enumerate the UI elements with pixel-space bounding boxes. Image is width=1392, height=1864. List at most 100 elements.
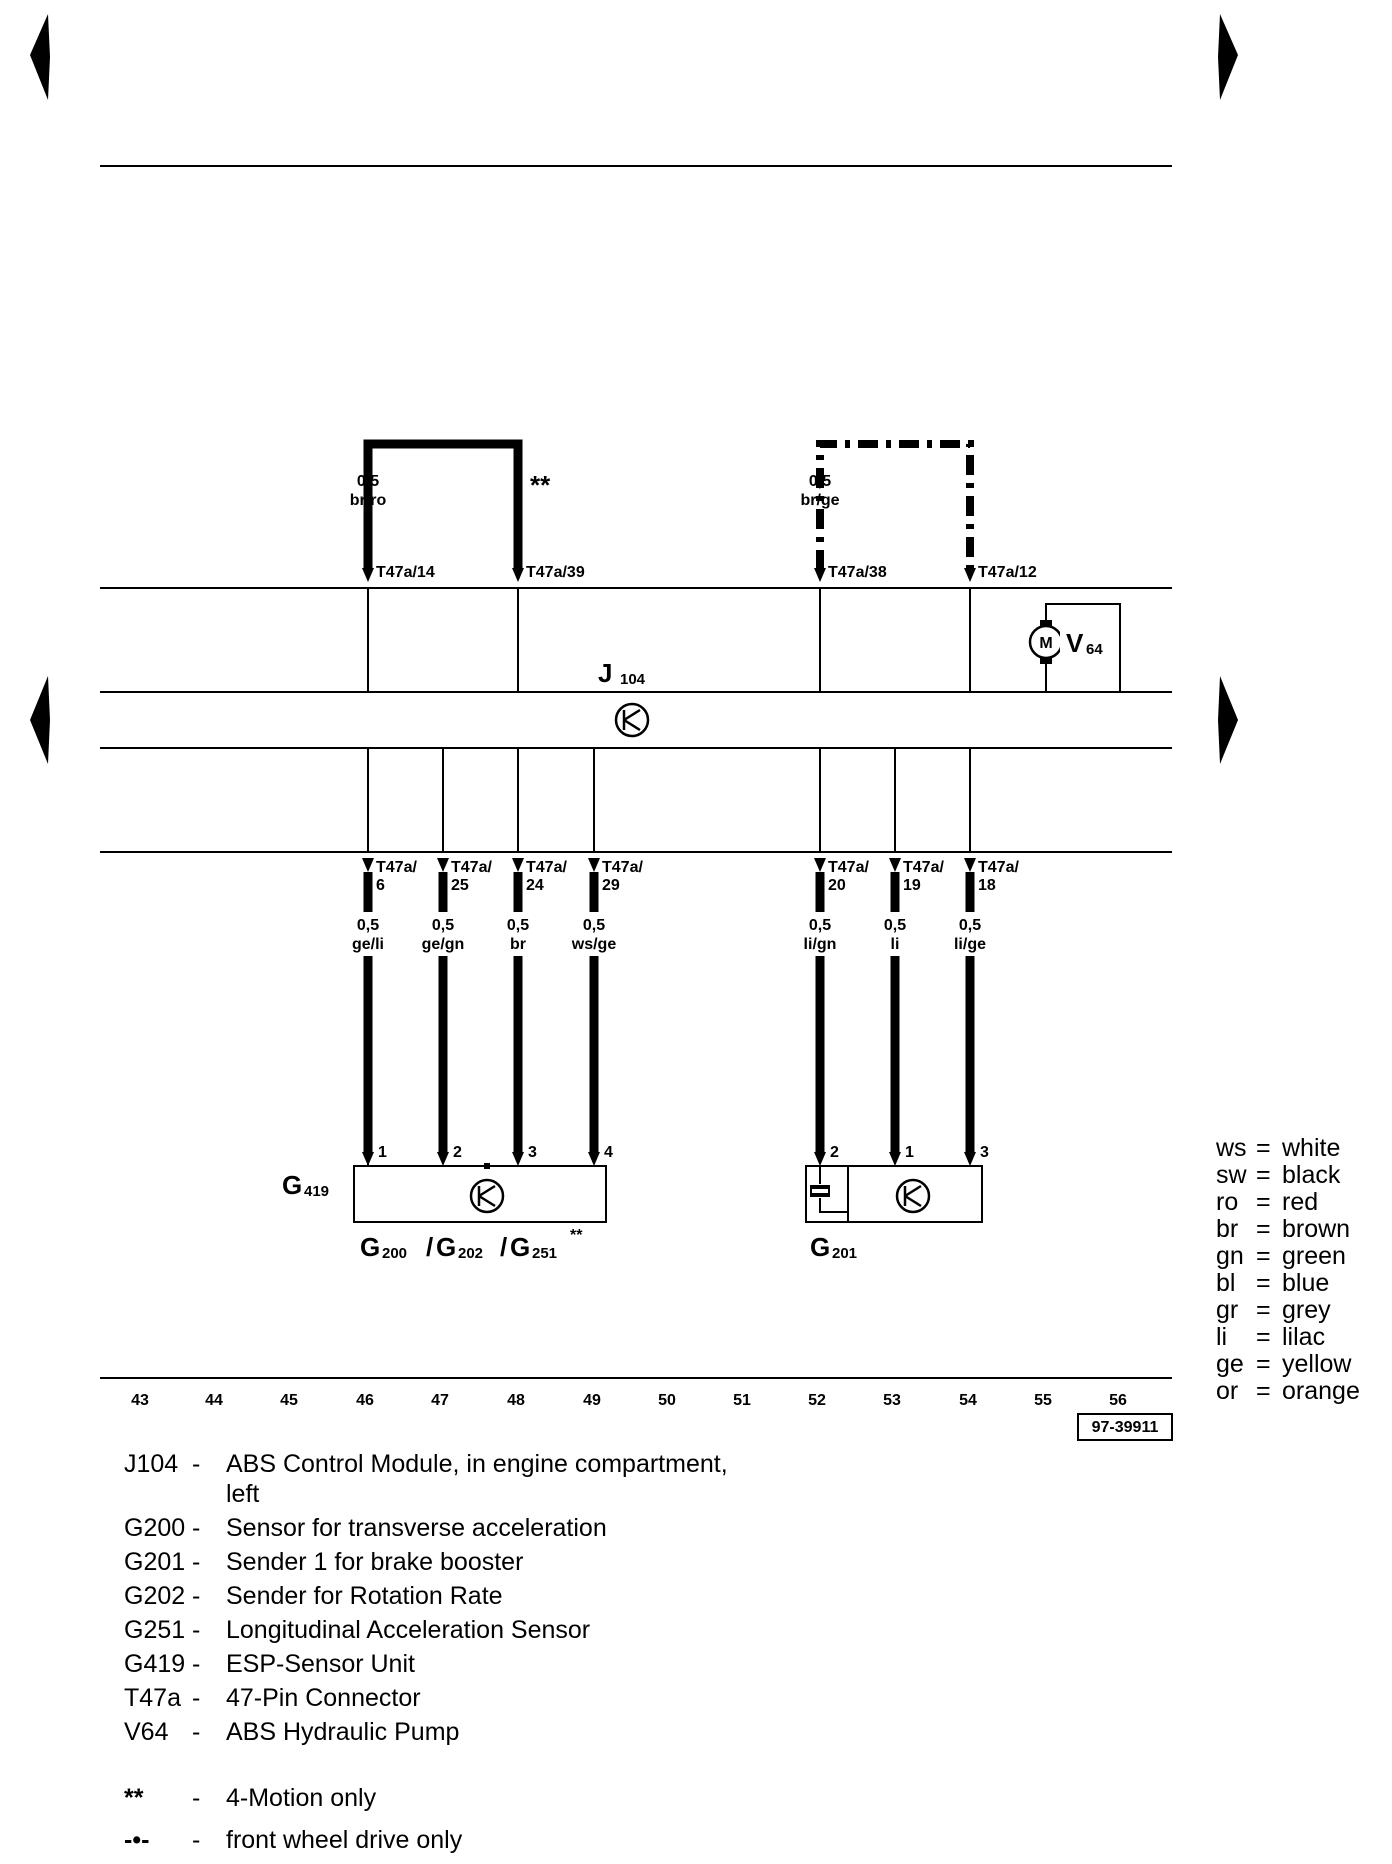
legend-dash: - <box>192 1616 200 1644</box>
legend-text-cont: left <box>226 1480 259 1508</box>
svg-text:3: 3 <box>980 1144 989 1161</box>
svg-text:T47a/: T47a/ <box>903 859 944 876</box>
svg-text:20: 20 <box>828 877 846 894</box>
legend-code: G200 <box>124 1514 185 1542</box>
thin-wires-lower <box>367 748 971 852</box>
legend-dash: - <box>192 1548 200 1576</box>
color-equals: = <box>1256 1296 1271 1324</box>
svg-text:1: 1 <box>905 1144 914 1161</box>
legend-dash: - <box>192 1514 200 1542</box>
color-code-legend: ws=whitesw=blackro=redbr=browngn=greenbl… <box>1215 1134 1360 1405</box>
grid-number: 49 <box>583 1392 601 1409</box>
color-code: gr <box>1216 1296 1238 1324</box>
component-legend: J104-ABS Control Module, in engine compa… <box>124 1450 728 1854</box>
lower-terminal-arrows <box>362 858 976 1166</box>
svg-text:li/ge: li/ge <box>954 936 986 953</box>
legend-text: Sender 1 for brake booster <box>226 1548 523 1576</box>
nav-arrow-right-top-icon[interactable] <box>1218 14 1238 100</box>
j104-base: J <box>598 658 612 688</box>
legend-text: Sender for Rotation Rate <box>226 1582 503 1610</box>
svg-text:19: 19 <box>903 877 921 894</box>
note-text: 4-Motion only <box>226 1784 377 1812</box>
color-code: ro <box>1216 1188 1238 1216</box>
svg-text:0,5: 0,5 <box>583 917 605 934</box>
figure-id: 97-39911 <box>1077 1413 1173 1441</box>
color-equals: = <box>1256 1350 1271 1378</box>
color-name: lilac <box>1282 1323 1325 1351</box>
color-code: or <box>1216 1377 1238 1405</box>
svg-text:29: 29 <box>602 877 620 894</box>
wire-label-t47a-39: T47a/39 <box>526 564 585 581</box>
bus-lines <box>100 587 1172 1379</box>
grid-number: 55 <box>1034 1392 1052 1409</box>
svg-text:0,5: 0,5 <box>809 917 831 934</box>
j104-sub: 104 <box>620 671 646 688</box>
grid-number: 52 <box>808 1392 826 1409</box>
wire-size: 0,5 <box>809 473 831 490</box>
wire-loop-4motion <box>363 439 523 570</box>
legend-dash: - <box>192 1450 200 1478</box>
wire-label-t47a-38: 0,5 br/ge T47a/38 <box>800 473 886 581</box>
wire-loop-fwd <box>816 440 974 570</box>
color-equals: = <box>1256 1242 1271 1270</box>
legend-text: ABS Hydraulic Pump <box>226 1718 459 1746</box>
color-name: yellow <box>1282 1350 1352 1378</box>
j104-transistor-icon <box>614 702 650 738</box>
nav-arrow-left-top-icon[interactable] <box>30 14 50 100</box>
color-code: gn <box>1216 1242 1244 1270</box>
grid-number: 53 <box>883 1392 901 1409</box>
terminal-label: T47a/14 <box>376 564 435 581</box>
color-name: blue <box>1282 1269 1329 1297</box>
wire-color: br/ro <box>350 492 387 509</box>
grid-number: 51 <box>733 1392 751 1409</box>
v64-sub: 64 <box>1086 641 1103 658</box>
color-name: black <box>1282 1161 1341 1189</box>
note-dash: - <box>192 1784 200 1812</box>
wire-color: br/ge <box>800 492 839 509</box>
color-equals: = <box>1256 1377 1271 1405</box>
color-equals: = <box>1256 1323 1271 1351</box>
g419-sensor-box <box>353 1160 607 1223</box>
motor-letter: M <box>1039 635 1052 652</box>
legend-code: V64 <box>124 1718 169 1746</box>
svg-text:ws/ge: ws/ge <box>571 936 617 953</box>
svg-text:G: G <box>282 1170 302 1200</box>
legend-text: ESP-Sensor Unit <box>226 1650 415 1678</box>
color-name: red <box>1282 1188 1318 1216</box>
color-equals: = <box>1256 1188 1271 1216</box>
svg-text:251: 251 <box>532 1245 557 1262</box>
wire-label-t47a-19: T47a/ 19 0,5 li 1 <box>884 859 945 1161</box>
color-name: orange <box>1282 1377 1360 1405</box>
svg-text:li/gn: li/gn <box>804 936 837 953</box>
svg-text:24: 24 <box>526 877 544 894</box>
terminal-label: T47a/39 <box>526 564 585 581</box>
wire-label-t47a-20: T47a/ 20 0,5 li/gn 2 <box>804 859 870 1161</box>
color-name: green <box>1282 1242 1346 1270</box>
svg-text:201: 201 <box>832 1245 857 1262</box>
svg-text:/: / <box>500 1232 507 1262</box>
nav-arrow-right-mid-icon[interactable] <box>1218 676 1238 764</box>
legend-code: G419 <box>124 1650 185 1678</box>
legend-code: T47a <box>124 1684 181 1712</box>
wire-size: 0,5 <box>357 473 379 490</box>
wire-label-t47a-14: 0,5 br/ro T47a/14 <box>350 473 435 581</box>
svg-text:0,5: 0,5 <box>432 917 454 934</box>
color-name: grey <box>1282 1296 1331 1324</box>
wire-label-t47a-18: T47a/ 18 0,5 li/ge 3 <box>954 859 1019 1161</box>
svg-text:T47a/: T47a/ <box>828 859 869 876</box>
svg-text:2: 2 <box>830 1144 839 1161</box>
svg-text:G: G <box>810 1232 830 1262</box>
grid-number: 43 <box>131 1392 149 1409</box>
svg-text:3: 3 <box>528 1144 537 1161</box>
note-text: front wheel drive only <box>226 1826 463 1854</box>
svg-text:202: 202 <box>458 1245 483 1262</box>
wire-label-t47a-25: T47a/ 25 0,5 ge/gn 2 <box>422 859 493 1161</box>
svg-text:0,5: 0,5 <box>357 917 379 934</box>
svg-text:T47a/: T47a/ <box>451 859 492 876</box>
color-equals: = <box>1256 1215 1271 1243</box>
terminal-label: T47a/38 <box>828 564 887 581</box>
svg-text:T47a/: T47a/ <box>526 859 567 876</box>
g201-transistor-icon <box>895 1178 931 1214</box>
nav-arrow-left-mid-icon[interactable] <box>30 676 50 764</box>
